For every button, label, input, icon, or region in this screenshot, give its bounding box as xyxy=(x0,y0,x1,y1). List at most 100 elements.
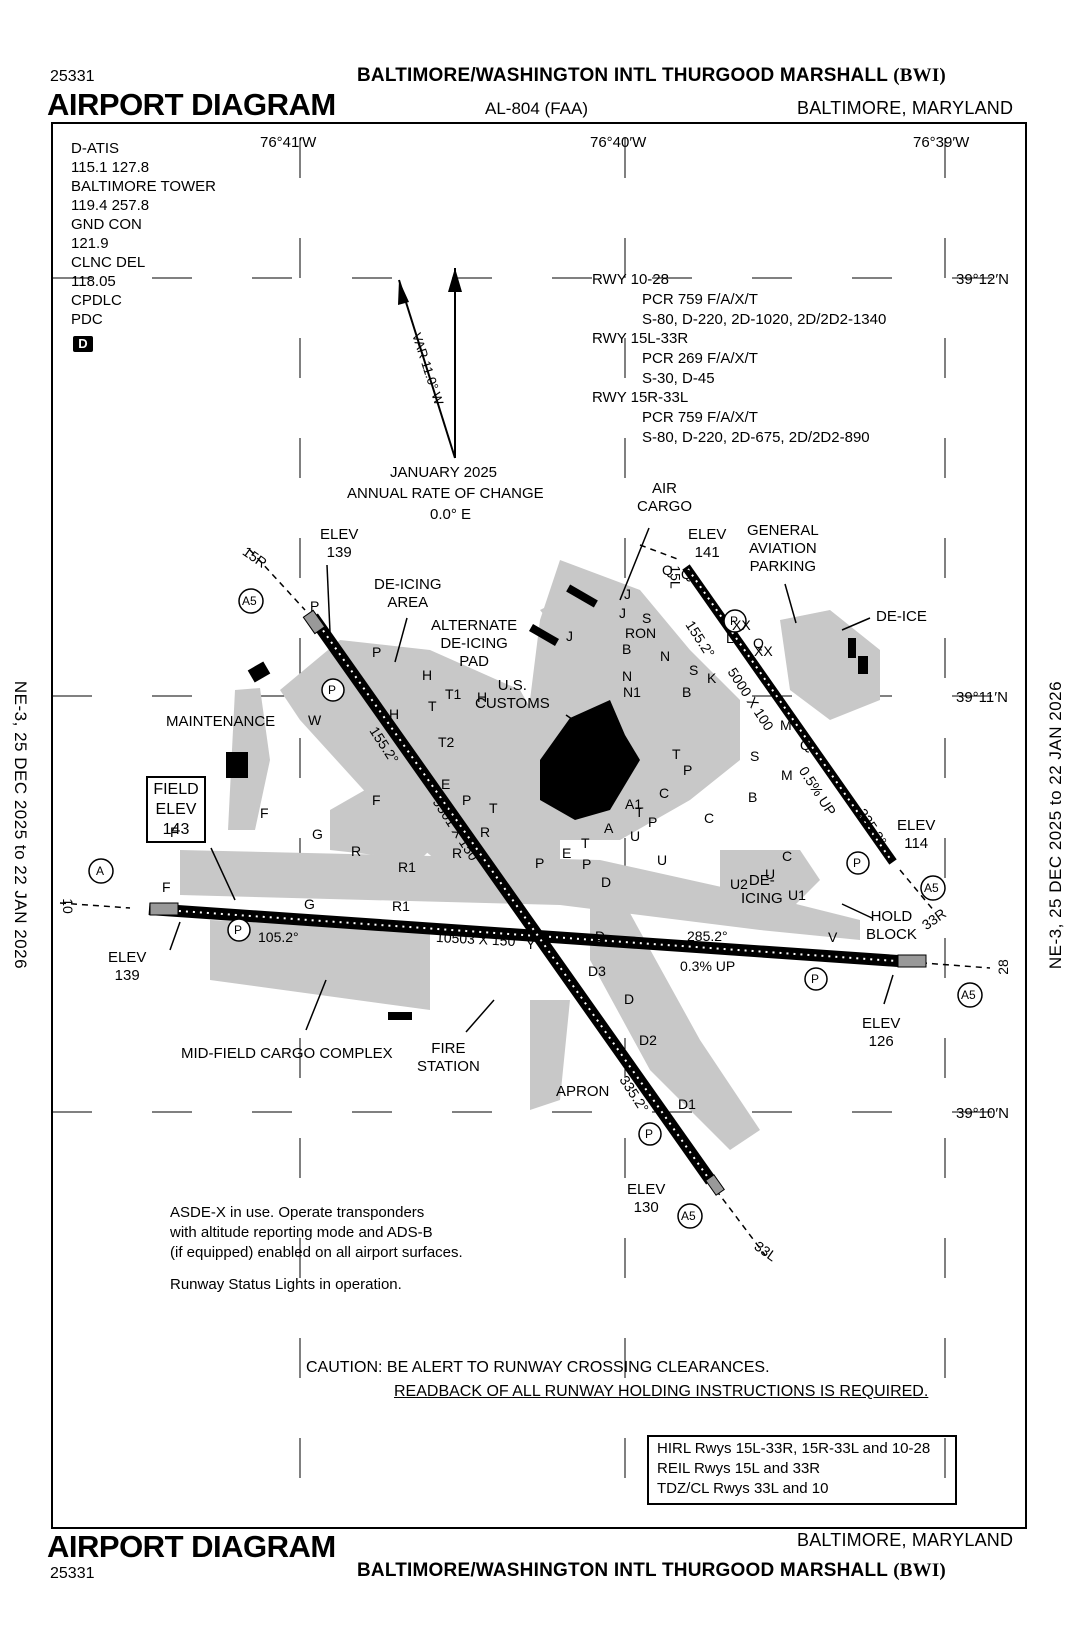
taxiway-label: D xyxy=(624,991,635,1007)
taxiway-label: A xyxy=(604,820,614,836)
taxiway-label: B xyxy=(748,789,758,805)
facility-line: AIR xyxy=(652,480,678,497)
taxiway-label: A1 xyxy=(625,796,643,812)
rwy-strength-line: PCR 759 F/A/X/T xyxy=(642,409,758,426)
taxiway-label: T xyxy=(581,835,590,851)
facility-line: CUSTOMS xyxy=(475,695,550,712)
pad-symbols xyxy=(88,588,983,1229)
thresholds xyxy=(149,609,927,1196)
pad-p-label: P xyxy=(853,856,862,870)
taxiway-label: C xyxy=(782,848,793,864)
taxiway-label: U xyxy=(765,866,776,882)
taxiway-label: U1 xyxy=(788,887,806,903)
taxiway-label: T xyxy=(672,746,681,762)
pad-p-label: P xyxy=(811,972,820,986)
taxiway-label: R xyxy=(351,843,362,859)
airport-name: BALTIMORE/WASHINGTON INTL THURGOOD MARSH… xyxy=(357,65,946,86)
taxiway-label: R1 xyxy=(398,859,416,875)
taxiway-label: T xyxy=(428,698,437,714)
elev-label: ELEV xyxy=(862,1015,901,1032)
location: BALTIMORE, MARYLAND xyxy=(797,98,1014,118)
maintenance-label: MAINTENANCE xyxy=(166,713,276,730)
chart-frame xyxy=(51,122,1027,1529)
taxiway-label: Y xyxy=(526,936,536,952)
lat-label-1: 39°12′N xyxy=(956,271,1010,288)
lighting-line: HIRL Rwys 15L-33R, 15R-33L and 10-28 xyxy=(657,1440,931,1457)
taxiway-label: Q xyxy=(681,566,692,582)
taxiway-label: R1 xyxy=(392,898,410,914)
lighting-line: REIL Rwys 15L and 33R xyxy=(657,1460,821,1477)
taxiway-label: P xyxy=(310,598,320,614)
taxiway-label: RON xyxy=(625,625,657,641)
pad-p-label: P xyxy=(328,683,337,697)
taxiway-label: M xyxy=(781,767,793,783)
elev-value: 141 xyxy=(694,544,720,561)
rwsl-note: Runway Status Lights in operation. xyxy=(170,1276,402,1293)
airport-name-text: BALTIMORE/WASHINGTON INTL THURGOOD MARSH… xyxy=(357,65,888,86)
deicing-small-label: DE-ICING xyxy=(741,872,783,908)
customs-label: U.S.CUSTOMS xyxy=(475,677,550,713)
grad-10-28: 0.3% UP xyxy=(680,958,736,974)
approach-a-label: A xyxy=(96,864,105,878)
north-arrows xyxy=(398,268,462,459)
chart-type-title: AIRPORT DIAGRAM xyxy=(47,87,336,122)
taxiway-label: S xyxy=(642,610,652,626)
footer-location: BALTIMORE, MARYLAND xyxy=(797,1530,1014,1550)
lighting-line: TDZ/CL Rwys 33L and 10 xyxy=(657,1480,829,1497)
freq-line: 121.9 xyxy=(71,235,109,252)
taxiway-label: D xyxy=(601,874,612,890)
freq-line: 119.4 257.8 xyxy=(71,197,150,214)
taxiway-label: F xyxy=(162,879,171,895)
leader-lines xyxy=(169,527,894,1033)
facility-line: DE-ICING xyxy=(374,576,442,593)
facility-line: GENERAL xyxy=(747,522,819,539)
taxiway-label: D xyxy=(595,928,606,944)
rwy-strength-title: RWY 15L-33R xyxy=(592,330,689,347)
taxiway-label: C xyxy=(659,785,670,801)
facility-line: CARGO xyxy=(637,498,693,515)
field-elev-title-2: ELEV xyxy=(155,801,197,818)
facility-line: ALTERNATE xyxy=(431,617,518,634)
taxiway-label: T2 xyxy=(438,734,455,750)
rate-line-1: JANUARY 2025 xyxy=(390,464,498,481)
field-elev-value: 143 xyxy=(162,821,190,838)
rwy-10-label: 10 xyxy=(59,898,76,914)
rate-line-3: 0.0° E xyxy=(430,506,472,523)
footer-airport-name-text: BALTIMORE/WASHINGTON INTL THURGOOD MARSH… xyxy=(357,1560,888,1581)
elev-label: ELEV xyxy=(897,817,936,834)
facility-line: PARKING xyxy=(749,558,817,575)
footer-chart-id: 25331 xyxy=(50,1565,95,1582)
taxiway-label: H xyxy=(389,706,400,722)
footer-airport-name: BALTIMORE/WASHINGTON INTL THURGOOD MARSH… xyxy=(357,1560,946,1581)
taxiway-label: P xyxy=(683,762,693,778)
note-line: ASDE-X in use. Operate transponders xyxy=(170,1204,425,1221)
approach-a5-label: A5 xyxy=(681,1209,696,1223)
tower-label: TWR xyxy=(549,757,584,774)
lat-label-3: 39°10′N xyxy=(956,1105,1010,1122)
taxiway-label: P xyxy=(462,792,472,808)
lon-label-2: 76°40′W xyxy=(590,134,647,151)
elev-value: 126 xyxy=(868,1033,894,1050)
elev-value: 139 xyxy=(114,967,140,984)
taxiway-label: F xyxy=(372,792,381,808)
midfield-cargo-label: MID-FIELD CARGO COMPLEX xyxy=(181,1045,393,1062)
facility-line: ICING xyxy=(741,890,783,907)
airport-ident: (BWI) xyxy=(893,65,946,86)
rate-line-2: ANNUAL RATE OF CHANGE xyxy=(347,485,544,502)
taxiway-label: H xyxy=(422,667,433,683)
rwy-strength-line: S-80, D-220, 2D-1020, 2D/2D2-1340 xyxy=(642,311,887,328)
buildings xyxy=(226,584,868,1020)
taxiway-label: U xyxy=(630,828,641,844)
lon-label-1: 76°41′W xyxy=(260,134,317,151)
facility-line: HOLD xyxy=(870,908,913,925)
taxiway-label: J xyxy=(566,628,573,644)
apron-label: APRON xyxy=(556,1083,610,1100)
